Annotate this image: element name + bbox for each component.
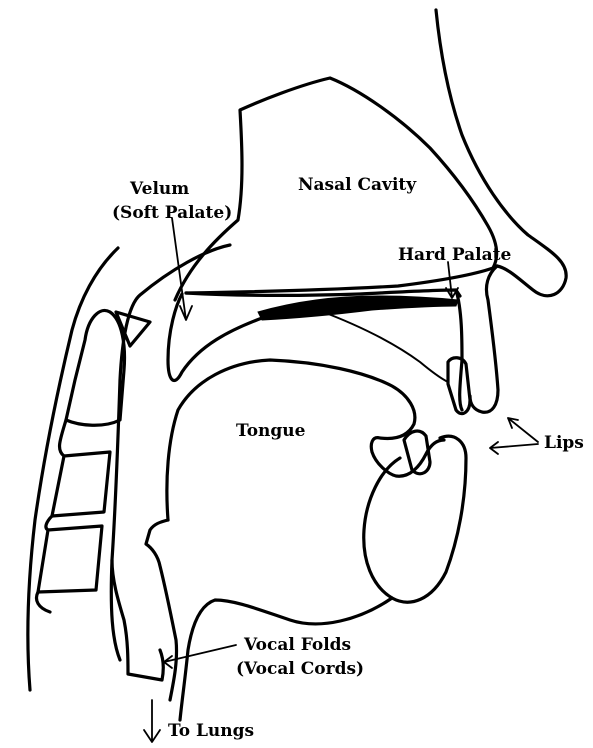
lips-arrow-upper: [508, 418, 538, 442]
label-soft-palate: (Soft Palate): [112, 203, 232, 223]
label-velum: Velum: [129, 179, 189, 199]
label-lips: Lips: [544, 433, 584, 453]
front-throat: [146, 520, 177, 700]
vertebra-2: [52, 452, 110, 516]
label-tongue: Tongue: [236, 421, 306, 441]
pharynx-back-wall: [111, 245, 230, 660]
label-nasal-cavity: Nasal Cavity: [298, 175, 417, 195]
upper-gum: [456, 290, 462, 410]
hard-palate-ridge: [318, 310, 448, 382]
vertebra-1: [66, 310, 124, 425]
lower-lip-jaw: [364, 436, 466, 602]
hard-palate-bone: [258, 296, 458, 320]
label-hard-palate: Hard Palate: [398, 245, 512, 265]
label-vocal-folds: Vocal Folds: [243, 635, 351, 655]
upper-lip: [470, 266, 498, 412]
label-vocal-cords: (Vocal Cords): [236, 659, 364, 679]
neck-outline: [28, 248, 118, 690]
to-lungs-arrow: [144, 700, 160, 742]
lips-arrow-lower: [490, 442, 538, 454]
label-to-lungs: To Lungs: [168, 721, 254, 741]
vertebra-3: [38, 526, 102, 592]
larynx-outline: [112, 560, 163, 680]
